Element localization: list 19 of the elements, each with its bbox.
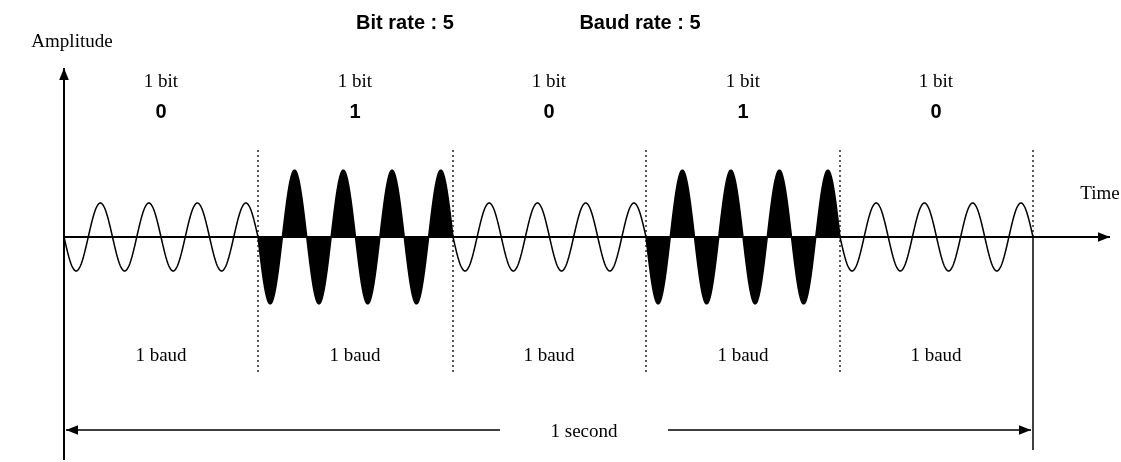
baud-label: 1 baud [523, 344, 575, 364]
baud-label: 1 baud [910, 344, 962, 364]
rate-label: Baud rate : 5 [579, 12, 701, 32]
bit-value: 0 [543, 101, 555, 121]
bit-label: 1 bit [725, 70, 761, 90]
axis-label: Time [1080, 182, 1120, 202]
bit-label: 1 bit [918, 70, 954, 90]
baud-label: 1 baud [717, 344, 769, 364]
rate-label: Bit rate : 5 [356, 12, 454, 32]
baud-label: 1 baud [329, 344, 381, 364]
bit-value: 0 [155, 101, 167, 121]
bit-label: 1 bit [337, 70, 373, 90]
baud-label: 1 baud [135, 344, 187, 364]
bit-value: 0 [930, 101, 942, 121]
bit-label: 1 bit [531, 70, 567, 90]
bit-value: 1 [737, 101, 749, 121]
bit-label: 1 bit [143, 70, 179, 90]
bit-value: 1 [349, 101, 361, 121]
axis-label: Amplitude [31, 30, 113, 50]
